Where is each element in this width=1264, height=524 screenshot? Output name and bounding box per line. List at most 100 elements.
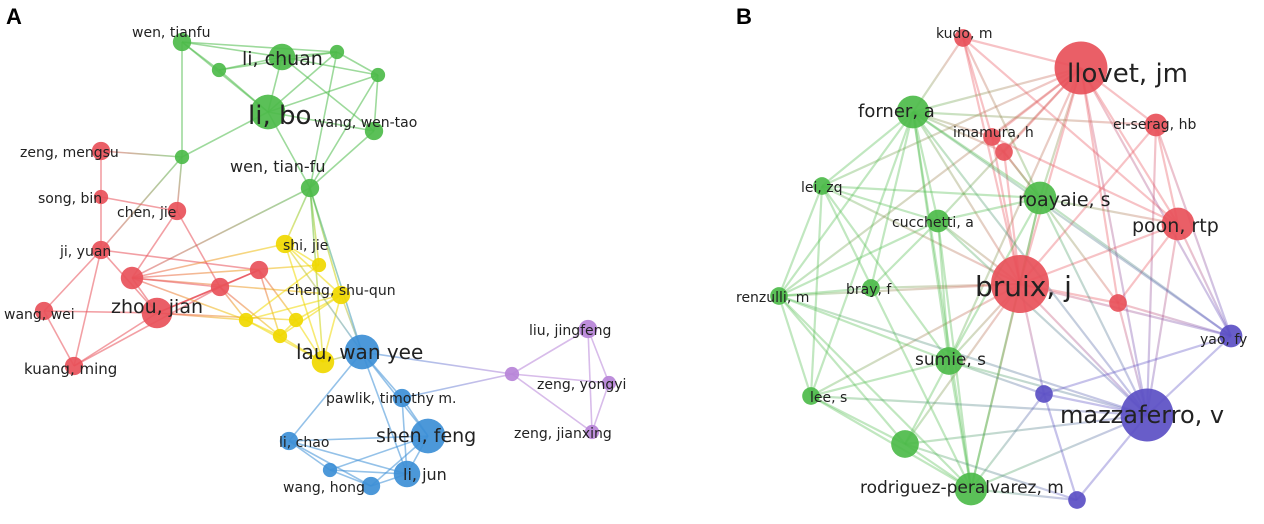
edge-yao_fy-ib_a (1043, 334, 1232, 396)
node-bruix_j (991, 255, 1049, 313)
edge-wen_tian_fu-y_a (309, 187, 320, 266)
edge-chen_jie-r_a (131, 210, 178, 279)
node-label-song_bin: song, bin (38, 191, 102, 207)
node-y_a (311, 257, 327, 273)
edge-r_c-ji_yuan (100, 249, 260, 271)
node-li_jun (393, 460, 421, 488)
node-liu_jingfeng (578, 319, 598, 339)
edge-kudo_m-roayaie_s (962, 37, 1041, 199)
edge-pawlik_tm-p_hub (401, 373, 513, 399)
edge-r_c-y_d (258, 269, 297, 321)
node-yao_fy (1219, 324, 1243, 348)
edge-bruix_j-mazzaferro_v (1019, 283, 1148, 416)
edge-r_b-y_c (219, 286, 281, 337)
node-rodriguez_m (954, 472, 988, 506)
node-b_a (322, 462, 338, 478)
edge-rb_b-forner_a (912, 110, 1005, 154)
node-label-li_chao: li, chao (279, 435, 329, 451)
node-label-kudo_m: kudo, m (936, 26, 993, 42)
node-kuang_ming (64, 356, 84, 376)
node-label-li_bo: li, bo (248, 101, 311, 131)
node-shi_jie (275, 234, 295, 254)
edge-forner_a-lee_s (809, 111, 915, 397)
edge-zeng_yongyi-zeng_jianxing (591, 382, 610, 433)
node-r_a (120, 266, 144, 290)
edge-rodriguez_m-ib_a (970, 393, 1045, 490)
edge-wang_wentao-wen_tian_fu (309, 130, 375, 189)
node-label-cucchetti_a: cucchetti, a (892, 215, 974, 231)
node-li_chao (279, 431, 299, 451)
node-label-mazzaferro_v: mazzaferro, v (1060, 401, 1224, 429)
node-lei_zq (813, 177, 831, 195)
panel-b-letter: B (736, 4, 752, 29)
node-label-forner_a: forner, a (858, 101, 935, 122)
edge-ib_a-ib_b (1042, 393, 1079, 501)
edge-p_hub-liu_jingfeng (511, 328, 589, 375)
edge-wen_tianfu-g_b (181, 41, 338, 53)
panel-a-letter: A (6, 4, 22, 29)
edge-kudo_m-poon_rtp (962, 37, 1179, 225)
node-roayaie_s (1023, 181, 1057, 215)
node-label-lee_s: lee, s (810, 390, 847, 406)
node-g_d (174, 149, 190, 165)
node-label-shen_feng: shen, feng (376, 425, 476, 447)
node-label-zeng_yongyi: zeng, yongyi (537, 377, 626, 393)
node-label-roayaie_s: roayaie, s (1018, 189, 1111, 211)
edge-sumie_s-rodriguez_m (947, 360, 973, 490)
edge-forner_a-lei_zq (821, 111, 914, 187)
node-label-li_chuan: li, chuan (242, 48, 323, 70)
edge-cheng_shuqun-y_c (279, 294, 342, 337)
node-rb_a (1109, 294, 1127, 312)
edge-forner_a-rodriguez_m (911, 111, 973, 490)
node-label-renzulli_m: renzulli, m (736, 290, 809, 306)
node-r_b (210, 277, 230, 297)
edge-rodriguez_m-ib_b (970, 487, 1078, 502)
edge-roayaie_s-rodriguez_m (969, 197, 1042, 490)
node-label-yao_fy: yao, fy (1200, 332, 1247, 348)
edge-llovet_jm-sumie_s (947, 67, 1083, 362)
panel-a-nodes (34, 32, 617, 496)
node-sumie_s (935, 347, 963, 375)
node-li_chuan (268, 43, 296, 71)
edge-cheng_shuqun-lau_wanyee (322, 294, 342, 363)
edge-renzulli_m-mazzaferro_v (778, 294, 1148, 417)
edge-lei_zq-cucchetti_a (821, 184, 939, 223)
edge-b_lau-shi_jie (284, 243, 363, 353)
node-zeng_jianxing (584, 424, 600, 440)
edge-kudo_m-imamura_h (961, 37, 994, 138)
node-shen_feng (410, 418, 446, 454)
edge-li_bo-g_c (267, 74, 379, 113)
node-mazzaferro_v (1120, 388, 1174, 442)
edge-llovet_jm-rb_a (1079, 67, 1120, 304)
edge-p_hub-zeng_yongyi (511, 373, 610, 384)
edge-sumie_s-lee_s (810, 359, 950, 398)
edge-rodriguez_m-mazzaferro_v (970, 413, 1148, 491)
edge-g_d-zeng_mengsu (100, 150, 183, 158)
node-label-wang_hong: wang, hong (283, 480, 365, 496)
node-zeng_yongyi (601, 375, 617, 391)
edge-ji_yuan-kuang_ming (73, 249, 102, 367)
edge-chen_jie-r_b (176, 210, 221, 288)
edge-zhou_jian-y_d (156, 312, 297, 321)
node-kudo_m (954, 29, 972, 47)
node-label-imamura_h: imamura, h (953, 125, 1034, 141)
edge-r_a-y_a (131, 264, 320, 279)
node-label-bray_f: bray, f (846, 282, 892, 298)
node-label-ji_yuan: ji, yuan (59, 244, 111, 260)
node-llovet_jm (1054, 41, 1108, 95)
node-b_lau (344, 334, 380, 370)
edge-cucchetti_a-mazzaferro_v (937, 220, 1148, 416)
node-label-liu_jingfeng: liu, jingfeng (529, 323, 611, 339)
edge-g_d-ji_yuan (100, 156, 183, 251)
edge-r_a-y_b (131, 277, 247, 321)
node-label-zeng_mengsu: zeng, mengsu (20, 145, 119, 161)
node-label-bruix_j: bruix, j (975, 270, 1072, 303)
node-wang_wentao (364, 121, 384, 141)
edge-g_b-g_c (336, 51, 379, 76)
edge-elserag_hb-poon_rtp (1154, 124, 1180, 225)
edge-bruix_j-renzulli_m (778, 282, 1021, 298)
edge-elserag_hb-bruix_j (1019, 124, 1157, 285)
panel-a-edges (43, 41, 610, 487)
